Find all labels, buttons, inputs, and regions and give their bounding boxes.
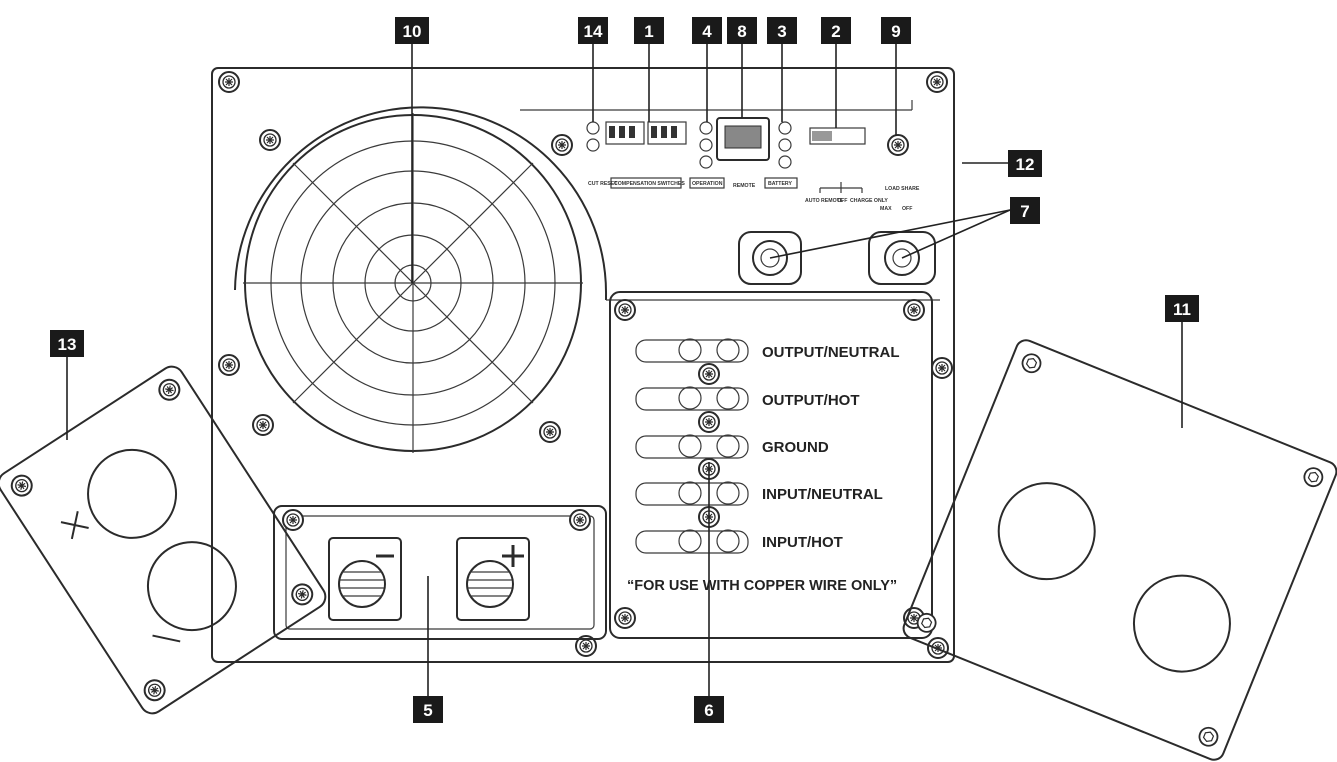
operation-led-line [699, 121, 713, 135]
label-auto-remote: AUTO REMOTE [805, 198, 844, 204]
screw-icon [931, 357, 953, 379]
callout-7: 7 [1010, 197, 1040, 224]
terminal-label: OUTPUT/HOT [762, 392, 860, 409]
load-share-dial-icon [887, 134, 909, 156]
callout-11: 11 [1165, 295, 1199, 322]
plus-sign-icon [502, 545, 524, 567]
label-off: OFF [837, 198, 847, 204]
screw-icon [282, 509, 304, 531]
minus-sign-icon [152, 634, 181, 643]
screw-icon [903, 299, 925, 321]
callout-tags: 14 1 4 8 3 2 9 10 12 7 11 13 5 6 [50, 17, 1199, 723]
svg-text:2: 2 [831, 22, 840, 41]
mode-switch[interactable] [809, 127, 866, 145]
svg-text:12: 12 [1016, 155, 1035, 174]
control-panel: CUT RESET COMPENSATION SWITCHES OPERATIO… [586, 117, 920, 212]
battery-led-low [778, 155, 792, 169]
terminal-label: OUTPUT/NEUTRAL [762, 344, 900, 361]
callout-9: 9 [881, 17, 911, 44]
label-remote: REMOTE [733, 183, 756, 189]
svg-text:13: 13 [58, 335, 77, 354]
battery-led-med [778, 138, 792, 152]
ac-cover-plate [902, 339, 1337, 761]
label-operation: OPERATION [692, 181, 723, 187]
svg-text:1: 1 [644, 22, 653, 41]
callout-4: 4 [692, 17, 722, 44]
svg-text:5: 5 [423, 701, 432, 720]
svg-text:11: 11 [1173, 300, 1191, 319]
callout-6: 6 [694, 696, 724, 723]
screw-icon [614, 299, 636, 321]
svg-text:4: 4 [702, 22, 712, 41]
label-cut-reset: CUT RESET [588, 181, 618, 187]
screw-icon [252, 414, 274, 436]
screw-icon [218, 354, 240, 376]
callout-10: 10 [395, 17, 429, 44]
ac-terminal-block: OUTPUT/NEUTRAL OUTPUT/HOT GROUND INPUT/N… [609, 291, 933, 639]
operation-led-inv [699, 138, 713, 152]
leader-lines [66, 42, 1183, 696]
svg-text:10: 10 [403, 22, 422, 41]
svg-text:6: 6 [704, 701, 713, 720]
label-max: MAX [880, 206, 892, 212]
copper-wire-note: “FOR USE WITH COPPER WIRE ONLY” [627, 578, 897, 594]
svg-text:14: 14 [584, 22, 603, 41]
operation-led-load [699, 155, 713, 169]
callout-8: 8 [727, 17, 757, 44]
screw-icon [698, 411, 720, 433]
screw-icon [539, 421, 561, 443]
callout-13: 13 [50, 330, 84, 357]
label-load-share: LOAD SHARE [885, 186, 920, 192]
screw-icon [259, 129, 281, 151]
svg-text:8: 8 [737, 22, 746, 41]
callout-3: 3 [767, 17, 797, 44]
label-off-dial: OFF [902, 206, 912, 212]
callout-12: 12 [1008, 150, 1042, 177]
callout-1: 1 [634, 17, 664, 44]
terminal-label: GROUND [762, 439, 829, 456]
fan-grille-icon [234, 106, 940, 453]
terminal-label: INPUT/NEUTRAL [762, 486, 883, 503]
terminal-label: INPUT/HOT [762, 534, 843, 551]
label-battery: BATTERY [768, 181, 792, 187]
callout-5: 5 [413, 696, 443, 723]
svg-text:3: 3 [777, 22, 786, 41]
screw-icon [926, 71, 948, 93]
compensation-switch-1[interactable] [605, 121, 645, 145]
terminal-row [635, 338, 749, 554]
svg-text:7: 7 [1020, 202, 1029, 221]
svg-text:9: 9 [891, 22, 900, 41]
compensation-switch-2[interactable] [647, 121, 687, 145]
screw-icon [614, 607, 636, 629]
cut-reset-button[interactable] [586, 121, 600, 135]
battery-led-high [778, 121, 792, 135]
chassis [211, 67, 955, 663]
label-charge-only: CHARGE ONLY [850, 198, 888, 204]
screw-icon [698, 363, 720, 385]
remote-port[interactable] [716, 117, 770, 161]
label-compensation: COMPENSATION SWITCHES [614, 181, 685, 187]
callout-2: 2 [821, 17, 851, 44]
screw-icon [569, 509, 591, 531]
screw-icon [551, 134, 573, 156]
cable-knockouts [738, 231, 936, 285]
plus-sign-icon [60, 511, 89, 540]
screw-icon [218, 71, 240, 93]
callout-14: 14 [578, 17, 608, 44]
dc-battery-terminals [273, 505, 607, 640]
dc-cover-plate [0, 365, 327, 715]
